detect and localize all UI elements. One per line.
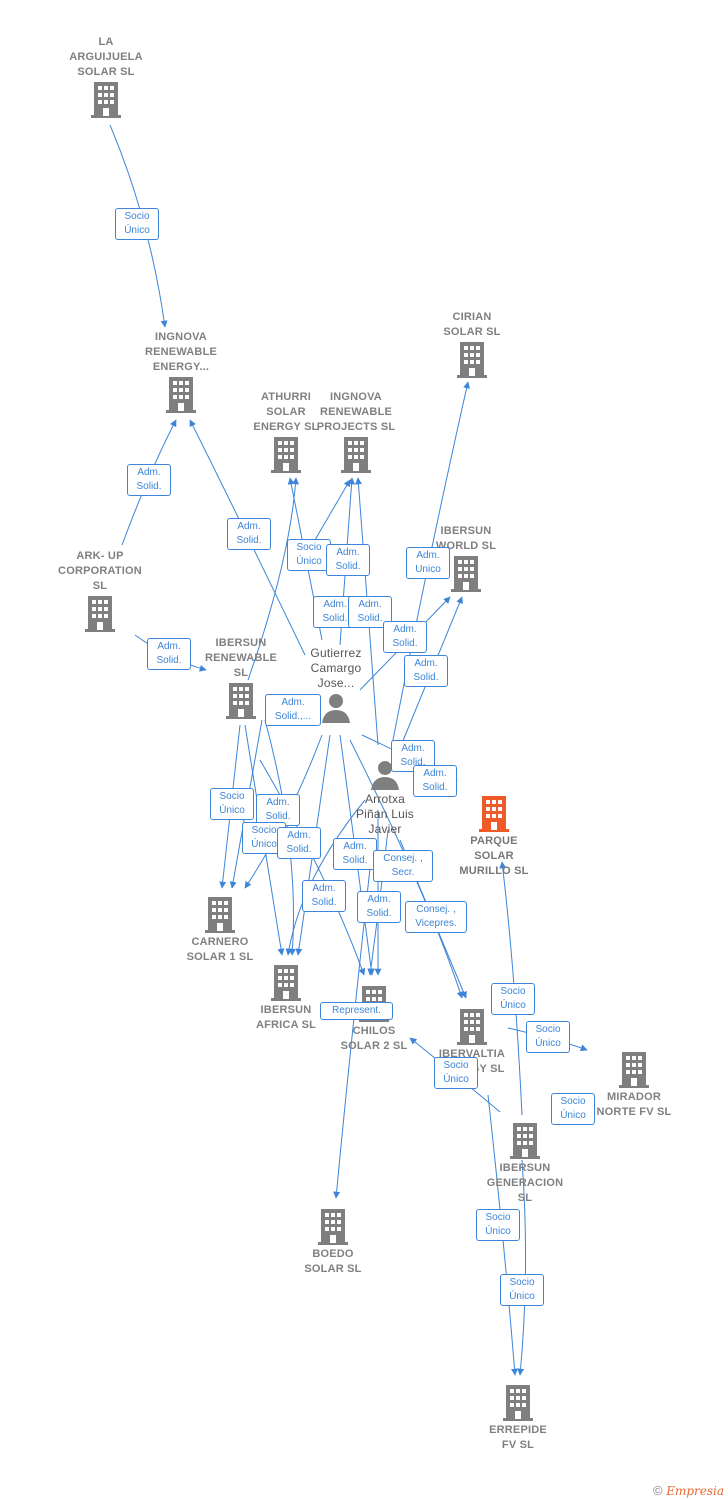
relation-label[interactable]: Socio Único <box>287 539 331 571</box>
node-label: IBERSUN RENEWABLE SL <box>204 637 278 679</box>
building-icon <box>271 437 301 473</box>
building-icon <box>318 1209 348 1245</box>
brand-name: Empresia <box>666 1484 724 1498</box>
relation-label[interactable]: Represent. <box>320 1002 393 1020</box>
building-icon <box>205 897 235 933</box>
relation-label[interactable]: Socio Único <box>115 208 159 240</box>
person-icon <box>322 694 350 723</box>
building-icon <box>479 796 509 832</box>
node-mirador-norte[interactable]: MIRADOR NORTE FV SL <box>574 1050 694 1120</box>
node-arrotxa[interactable]: Arrotxa Piñan Luis Javier <box>325 758 445 837</box>
node-cirian[interactable]: CIRIAN SOLAR SL <box>412 310 532 380</box>
node-boedo[interactable]: BOEDO SOLAR SL <box>273 1207 393 1277</box>
edge-g-projects2 <box>311 479 351 546</box>
node-label: INGNOVA RENEWABLE ENERGY... <box>144 331 218 373</box>
relation-label[interactable]: Socio Único <box>434 1057 478 1089</box>
building-icon <box>271 965 301 1001</box>
node-parque-murillo[interactable]: PARQUE SOLAR MURILLO SL <box>434 794 554 879</box>
edge-generacion-errepide1 <box>487 1094 518 1376</box>
relation-label[interactable]: Adm. Solid. <box>313 596 357 628</box>
building-icon <box>341 437 371 473</box>
edge-generacion-errepide2 <box>517 1159 527 1376</box>
relation-label[interactable]: Consej. , Vicepres. <box>405 901 467 933</box>
building-icon <box>91 82 121 118</box>
node-ibersun-renewable[interactable]: IBERSUN RENEWABLE SL <box>181 636 301 721</box>
relation-label[interactable]: Adm. Solid.,... <box>265 694 321 726</box>
node-label: INGNOVA RENEWABLE PROJECTS SL <box>316 391 396 433</box>
relation-label[interactable]: Adm. Solid. <box>227 518 271 550</box>
building-icon <box>457 342 487 378</box>
node-ingnova-projects[interactable]: INGNOVA RENEWABLE PROJECTS SL <box>296 390 416 475</box>
node-ingnova-energy[interactable]: INGNOVA RENEWABLE ENERGY... <box>121 330 241 415</box>
relation-label[interactable]: Adm. Solid. <box>348 596 392 628</box>
edge-a-africa <box>285 799 366 956</box>
edge-g-ibervaltia <box>349 739 464 999</box>
relation-label[interactable]: Adm. Solid. <box>404 655 448 687</box>
node-ibersun-generacion[interactable]: IBERSUN GENERACION SL <box>465 1121 585 1206</box>
edge-renewable-athurri <box>247 477 300 681</box>
node-label: IBERSUN AFRICA SL <box>255 1004 317 1031</box>
building-icon <box>457 1009 487 1045</box>
relation-label[interactable]: Adm. Solid. <box>127 464 171 496</box>
building-icon <box>451 556 481 592</box>
node-label: CHILOS SOLAR 2 SL <box>340 1025 408 1052</box>
relation-label[interactable]: Adm. Unico <box>406 547 450 579</box>
node-athurri[interactable]: ATHURRI SOLAR ENERGY SL <box>226 390 346 475</box>
relation-label[interactable]: Socio Único <box>500 1274 544 1306</box>
relation-label[interactable]: Adm. Solid. <box>147 638 191 670</box>
node-errepide[interactable]: ERREPIDE FV SL <box>458 1383 578 1453</box>
person-icon <box>371 761 399 790</box>
building-icon <box>226 683 256 719</box>
node-ibersun-africa[interactable]: IBERSUN AFRICA SL <box>226 963 346 1033</box>
node-ark-up[interactable]: ARK- UP CORPORATION SL <box>40 549 160 634</box>
building-icon <box>166 377 196 413</box>
node-label: ERREPIDE FV SL <box>489 1424 547 1451</box>
node-label: ARK- UP CORPORATION SL <box>58 550 142 592</box>
node-label: CIRIAN SOLAR SL <box>443 311 501 338</box>
node-label: Arrotxa Piñan Luis Javier <box>355 792 415 836</box>
relation-label[interactable]: Consej. , Secr. <box>373 850 433 882</box>
relation-label[interactable]: Adm. Solid. <box>357 891 401 923</box>
relation-label[interactable]: Adm. Solid. <box>302 880 346 912</box>
relation-label[interactable]: Adm. Solid. <box>277 827 321 859</box>
relation-label[interactable]: Adm. Solid. <box>333 838 377 870</box>
node-gutierrez[interactable]: Gutierrez Camargo Jose... <box>276 646 396 725</box>
edge-generacion-murillo <box>499 861 523 1116</box>
node-carnero[interactable]: CARNERO SOLAR 1 SL <box>160 895 280 965</box>
building-icon <box>503 1385 533 1421</box>
node-label: IBERSUN GENERACION SL <box>486 1162 564 1204</box>
node-label: PARQUE SOLAR MURILLO SL <box>459 835 529 877</box>
building-icon <box>510 1123 540 1159</box>
relation-label[interactable]: Socio Único <box>491 983 535 1015</box>
relation-label[interactable]: Socio Único <box>526 1021 570 1053</box>
empresia-watermark: © Empresia <box>653 1483 724 1498</box>
node-label: CARNERO SOLAR 1 SL <box>186 936 254 963</box>
node-label: MIRADOR NORTE FV SL <box>596 1091 672 1118</box>
node-la-arguijuela[interactable]: LA ARGUIJUELA SOLAR SL <box>46 35 166 120</box>
building-icon <box>85 596 115 632</box>
building-icon <box>619 1052 649 1088</box>
node-label: LA ARGUIJUELA SOLAR SL <box>69 36 143 78</box>
node-label: IBERSUN WORLD SL <box>435 525 497 552</box>
relation-label[interactable]: Socio Único <box>210 788 254 820</box>
relation-label[interactable]: Adm. Solid. <box>256 794 300 826</box>
relation-label[interactable]: Adm. Solid. <box>413 765 457 797</box>
node-label: ATHURRI SOLAR ENERGY SL <box>253 391 319 433</box>
node-label: Gutierrez Camargo Jose... <box>310 646 362 690</box>
node-label: BOEDO SOLAR SL <box>304 1248 362 1275</box>
relation-label[interactable]: Adm. Solid. <box>326 544 370 576</box>
node-ibersun-world[interactable]: IBERSUN WORLD SL <box>406 524 526 594</box>
edge-renewable-chilos <box>259 759 366 976</box>
relation-label[interactable]: Socio Único <box>476 1209 520 1241</box>
relation-label[interactable]: Socio Único <box>551 1093 595 1125</box>
copyright-symbol: © <box>652 1483 663 1498</box>
relation-label[interactable]: Adm. Solid. <box>383 621 427 653</box>
